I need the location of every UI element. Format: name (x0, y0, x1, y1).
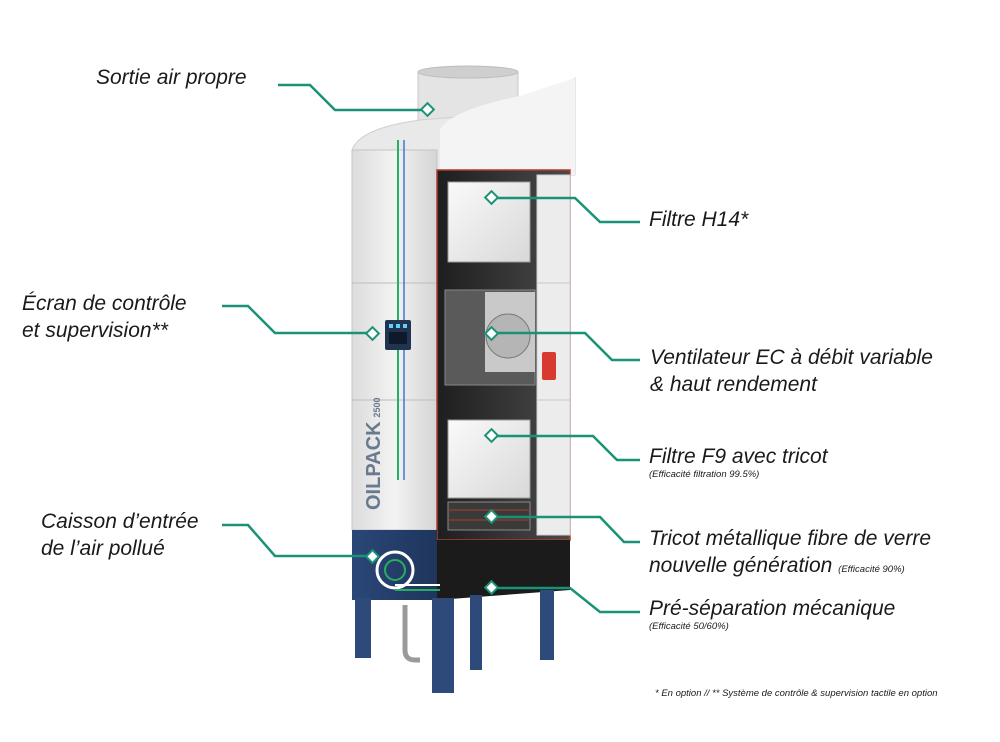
label-presep-text: Pré-séparation mécanique (649, 597, 896, 620)
label-presep: Pré-séparation mécanique (Efficacité 50/… (649, 595, 895, 632)
label-filtre-f9-text: Filtre F9 avec tricot (649, 445, 828, 468)
label-tricot-line2-wrap: nouvelle génération (Efficacité 90%) (649, 552, 931, 583)
marker-ecran (364, 325, 381, 342)
marker-filtre-h14 (483, 189, 500, 206)
label-tricot-line1: Tricot métallique fibre de verre (649, 527, 932, 550)
label-ecran-line1: Écran de contrôle (22, 292, 187, 315)
label-filtre-f9: Filtre F9 avec tricot (Efficacité filtra… (649, 443, 828, 480)
label-ventilateur: Ventilateur EC à débit variable & haut r… (650, 344, 933, 398)
marker-caisson (364, 548, 381, 565)
brand-logo: OILPACK2500 (363, 397, 385, 510)
leader-caisson (222, 523, 372, 558)
label-filtre-h14-text: Filtre H14* (649, 208, 749, 231)
label-ecran-line2: et supervision** (22, 319, 168, 342)
label-tricot: Tricot métallique fibre de verre nouvell… (649, 525, 931, 583)
leader-filtre-f9 (492, 434, 640, 462)
marker-sortie (419, 101, 436, 118)
label-caisson-line2: de l’air pollué (41, 537, 165, 560)
leader-ecran (222, 304, 372, 335)
footnote: * En option // ** Système de contrôle & … (655, 688, 938, 699)
label-filtre-f9-note: (Efficacité filtration 99.5%) (649, 469, 760, 480)
label-filtre-h14: Filtre H14* (649, 206, 748, 233)
label-caisson-line1: Caisson d’entrée (41, 510, 199, 533)
leader-lines (222, 83, 640, 614)
label-tricot-note: (Efficacité 90%) (838, 564, 905, 575)
leader-markers (364, 101, 500, 596)
label-ventilateur-line1: Ventilateur EC à débit variable (650, 346, 933, 369)
label-presep-note: (Efficacité 50/60%) (649, 621, 729, 632)
label-ventilateur-line2: & haut rendement (650, 373, 817, 396)
base-housing (352, 530, 570, 600)
label-caisson: Caisson d’entrée de l’air pollué (41, 508, 199, 562)
marker-filtre-f9 (483, 427, 500, 444)
leader-sortie (278, 83, 428, 112)
marker-ventilateur (483, 325, 500, 342)
base-legs (355, 590, 554, 693)
leader-tricot (492, 515, 640, 544)
leader-presep (492, 586, 640, 614)
leader-ventilateur (492, 331, 640, 362)
control-screen-graphic (385, 320, 411, 350)
label-ecran: Écran de contrôle et supervision** (22, 290, 187, 344)
label-sortie-air: Sortie air propre (96, 64, 247, 91)
leader-filtre-h14 (492, 196, 640, 224)
label-tricot-line2: nouvelle génération (649, 554, 833, 577)
marker-tricot (483, 508, 500, 525)
disconnect-switch (542, 352, 556, 380)
label-sortie-text: Sortie air propre (96, 66, 247, 89)
marker-presep (483, 579, 500, 596)
